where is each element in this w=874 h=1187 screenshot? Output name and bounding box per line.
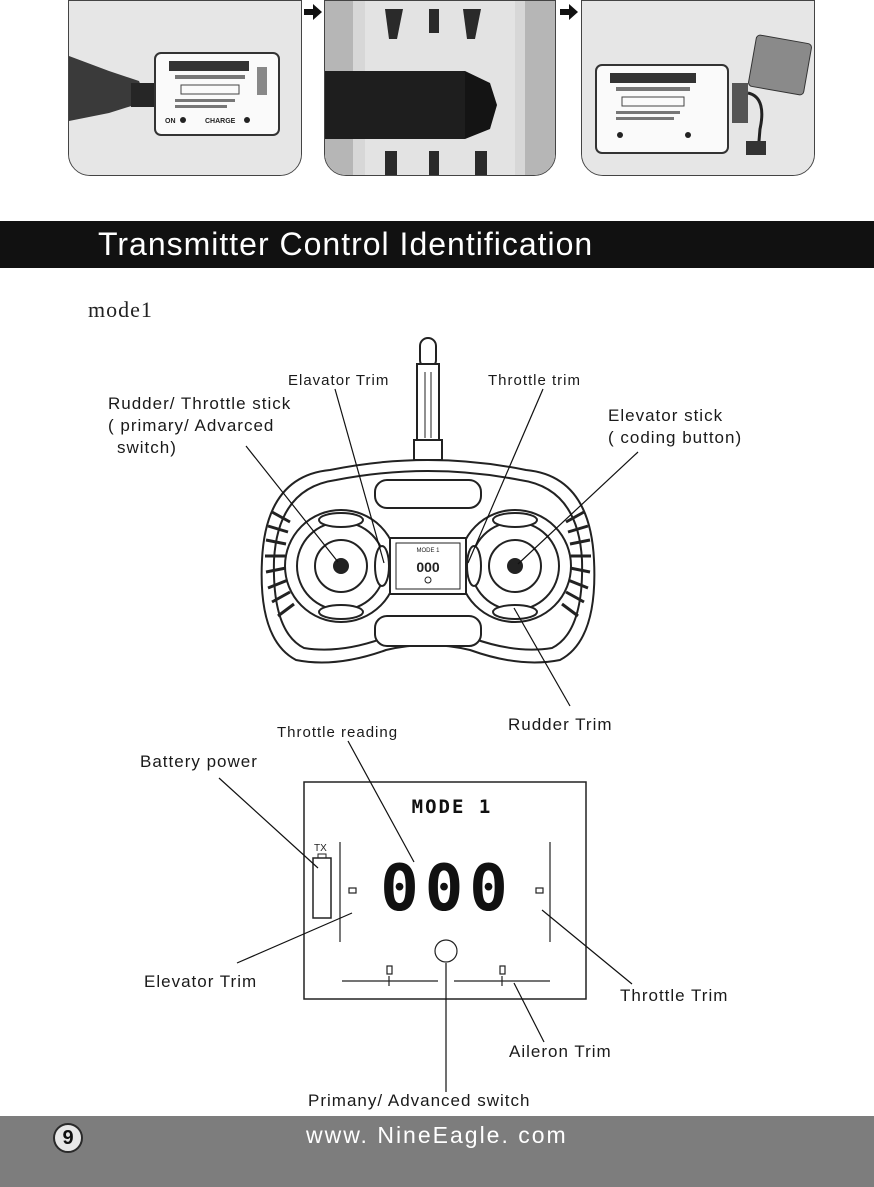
- arrow-right-icon: [560, 4, 578, 20]
- lcd-trim-bars: [339, 842, 551, 986]
- callout-elevator-trim-top: Elavator Trim: [288, 372, 390, 389]
- right-stick: [458, 509, 572, 623]
- section-title: Transmitter Control Identification: [98, 226, 594, 262]
- footer-bar: [0, 1116, 874, 1187]
- callout-throttle-trim: Throttle Trim: [620, 986, 729, 1005]
- transmitter-lcd-reading: 000: [416, 559, 440, 575]
- transmitter-lcd-mode: MODE 1: [416, 548, 440, 554]
- lcd-leader-lines: [218, 740, 633, 1092]
- callout-aileron-trim: Aileron Trim: [509, 1042, 612, 1061]
- wall-socket-photo: [324, 0, 556, 176]
- callout-primary-switch: Primany/ Advanced switch: [308, 1091, 531, 1110]
- callout-elevator-stick: Elevator stick ( coding button): [608, 405, 742, 449]
- arrow-right-icon: [304, 4, 322, 20]
- section-title-bar: [0, 221, 874, 268]
- charger-plug-image: ON CHARGE: [69, 1, 301, 175]
- antenna: [413, 337, 443, 461]
- battery-icon: [312, 853, 332, 919]
- footer-url: www. NineEagle. com: [306, 1122, 568, 1148]
- primary-switch-indicator: [434, 939, 458, 963]
- charger-photo-2: [581, 0, 815, 176]
- grip-right: [561, 510, 591, 618]
- left-stick: [284, 509, 398, 623]
- mode-label: mode1: [88, 297, 153, 322]
- lcd-reading: 000: [380, 852, 514, 926]
- charge-label: CHARGE: [205, 118, 236, 125]
- charger-photo-1: ON CHARGE: [68, 0, 302, 176]
- callout-line: ( coding button): [608, 428, 743, 447]
- callout-battery-power: Battery power: [140, 752, 258, 771]
- tx-label: TX: [314, 843, 327, 854]
- callout-throttle-trim-top: Throttle trim: [488, 372, 582, 389]
- callout-line: ( primary/ Advarced: [108, 416, 275, 435]
- callout-elevator-trim: Elevator Trim: [144, 972, 258, 991]
- lcd-mode-text: MODE 1: [412, 796, 493, 818]
- callout-rudder-trim: Rudder Trim: [508, 715, 613, 734]
- charger-battery-image: [582, 1, 814, 175]
- callout-throttle-reading: Throttle reading: [277, 724, 399, 741]
- transmitter-leader-lines: [245, 388, 639, 707]
- callout-line: switch): [117, 438, 177, 457]
- page-number: 9: [53, 1123, 83, 1153]
- socket-plug-image: [325, 1, 555, 175]
- transmitter-lcd: MODE 1 000: [389, 537, 467, 595]
- callout-line: Rudder/ Throttle stick: [108, 394, 292, 413]
- on-label: ON: [165, 118, 176, 125]
- callout-line: Elevator stick: [608, 406, 724, 425]
- grip-left: [265, 510, 295, 618]
- callout-rudder-throttle-stick: Rudder/ Throttle stick ( primary/ Advarc…: [108, 393, 291, 459]
